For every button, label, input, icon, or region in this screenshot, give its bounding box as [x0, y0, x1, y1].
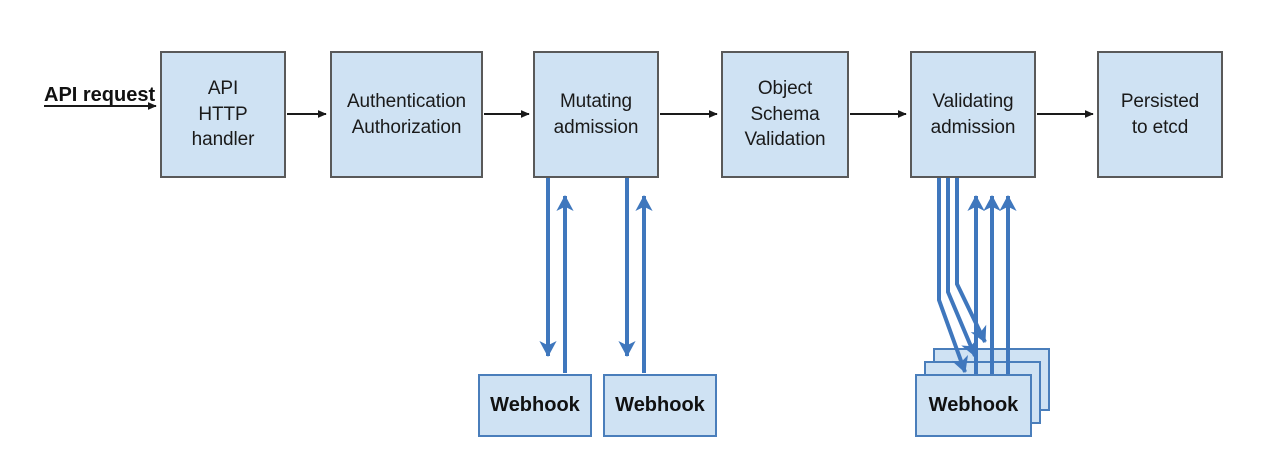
stage-label: Authentication Authorization: [346, 91, 467, 138]
stage-label: Persisted to etcd: [1120, 91, 1200, 138]
webhook-box-validating-1[interactable]: Webhook: [915, 374, 1032, 437]
stage-box-validating-admission[interactable]: Validating admission: [910, 51, 1036, 178]
webhook-box-mutating-2[interactable]: Webhook: [603, 374, 717, 437]
entry-label-api-request: API request: [44, 84, 156, 106]
stage-box-mutating-admission[interactable]: Mutating admission: [533, 51, 659, 178]
arrow-validating-call-3: [955, 178, 987, 343]
stage-label: Object Schema Validation: [744, 78, 826, 151]
webhook-label: Webhook: [928, 394, 1019, 416]
stage-label: Mutating admission: [553, 91, 639, 138]
webhook-box-mutating-1[interactable]: Webhook: [478, 374, 592, 437]
stage-label: Validating admission: [930, 91, 1016, 138]
stage-label: API HTTP handler: [191, 78, 255, 151]
stage-box-persisted-to-etcd[interactable]: Persisted to etcd: [1097, 51, 1223, 178]
stage-box-object-schema-validation[interactable]: Object Schema Validation: [721, 51, 849, 178]
webhook-label: Webhook: [490, 394, 580, 416]
stage-box-authentication-authorization[interactable]: Authentication Authorization: [330, 51, 483, 178]
webhook-label: Webhook: [615, 394, 705, 416]
arrow-validating-call-1: [937, 178, 968, 373]
arrow-validating-call-2: [946, 178, 978, 357]
stage-box-api-http-handler[interactable]: API HTTP handler: [160, 51, 286, 178]
